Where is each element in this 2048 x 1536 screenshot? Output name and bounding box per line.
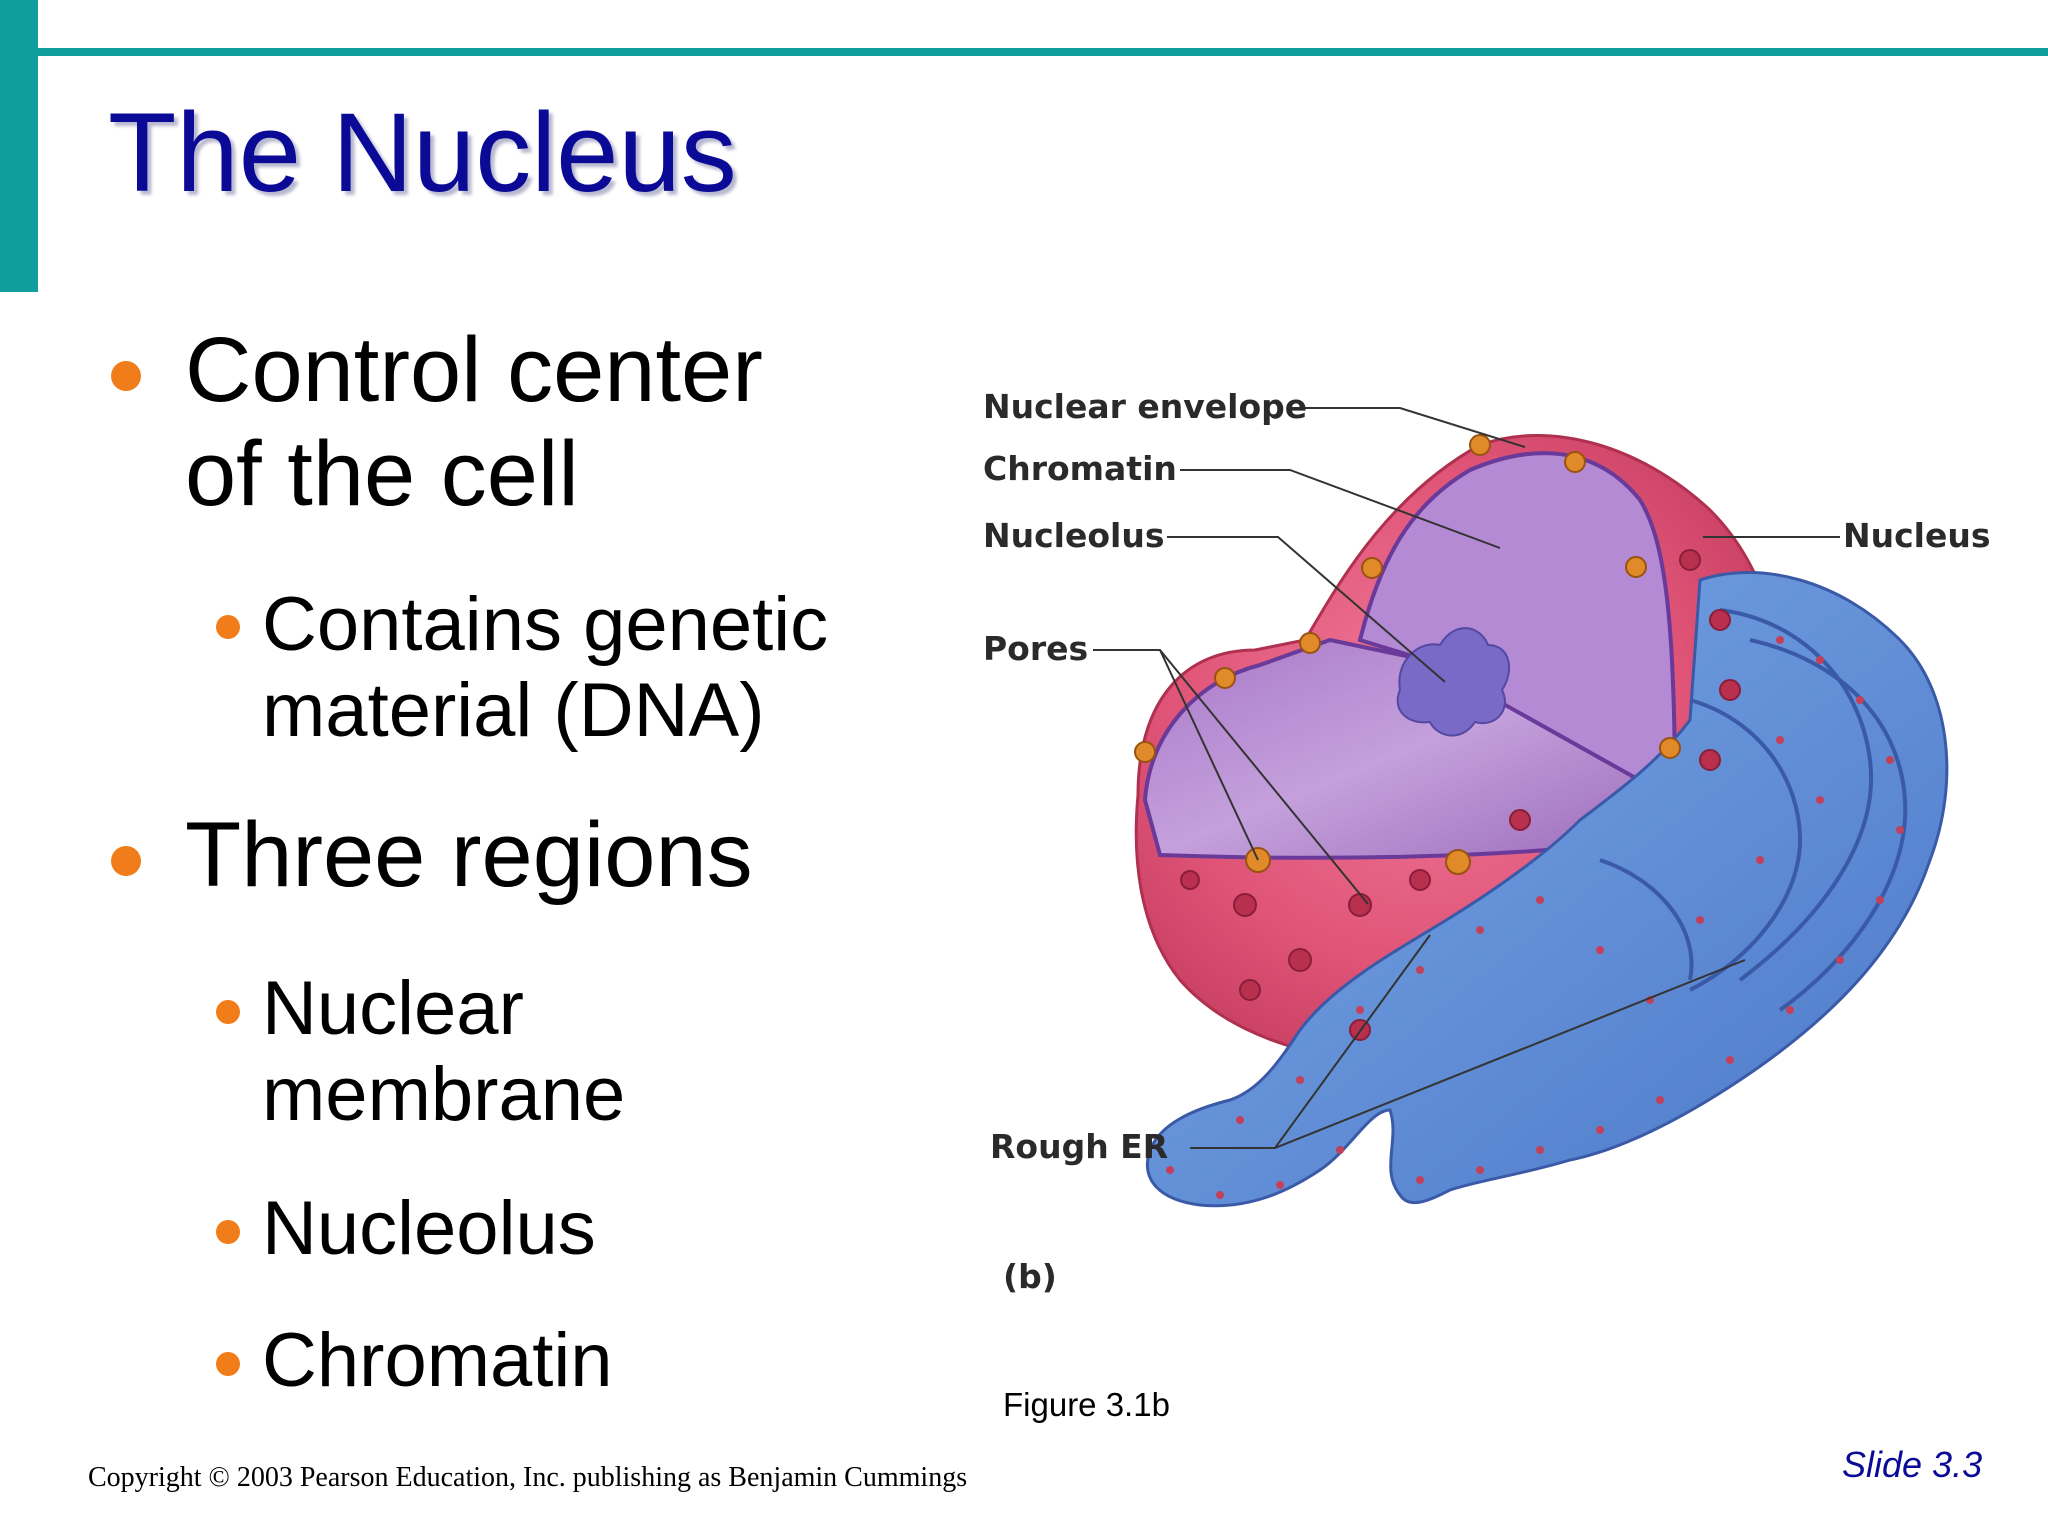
sub-bullet-text: Nucleolus	[262, 1186, 596, 1271]
label-pores: Pores	[983, 629, 1088, 668]
label-nucleus: Nucleus	[1843, 516, 1991, 555]
figure-caption: Figure 3.1b	[1003, 1386, 1170, 1423]
sub-bullet-dot	[216, 1220, 240, 1244]
nucleolus-body	[1396, 627, 1511, 737]
bullet-dot	[111, 361, 141, 391]
copyright-text: Copyright © 2003 Pearson Education, Inc.…	[88, 1462, 968, 1493]
label-panel-b: (b)	[1003, 1257, 1057, 1296]
leader-lines	[1093, 407, 1840, 1149]
accent-bar	[0, 0, 38, 292]
ribosome-dots	[1166, 636, 1904, 1199]
sub-bullet-text: Contains genetic	[262, 582, 829, 667]
slide-title: The Nucleus	[108, 90, 737, 215]
sub-bullet-dot	[216, 1352, 240, 1376]
bullet-text: Three regions	[185, 804, 753, 906]
sub-bullet-dot	[216, 1000, 240, 1024]
slide-number: Slide 3.3	[1842, 1444, 1983, 1485]
bullet-text: of the cell	[185, 423, 579, 525]
sub-bullet-dot	[216, 615, 240, 639]
nucleus-diagram: Nuclear envelope Chromatin Nucleolus Por…	[983, 387, 1991, 1296]
label-chromatin: Chromatin	[983, 449, 1177, 488]
bullet-dot	[111, 846, 141, 876]
sub-bullet-text: Chromatin	[262, 1318, 613, 1403]
label-rough-er: Rough ER	[990, 1127, 1168, 1166]
envelope-pores	[1134, 434, 1681, 875]
chromatin-wall	[1357, 451, 1678, 804]
accent-line	[38, 48, 2048, 56]
bullet-text: Control center	[185, 319, 763, 421]
sub-bullet-text: Nuclear	[262, 966, 524, 1051]
sub-bullet-text: membrane	[262, 1052, 626, 1137]
label-nucleolus: Nucleolus	[983, 516, 1164, 555]
sub-bullet-text: material (DNA)	[262, 668, 765, 753]
label-nuclear-envelope: Nuclear envelope	[983, 387, 1307, 426]
